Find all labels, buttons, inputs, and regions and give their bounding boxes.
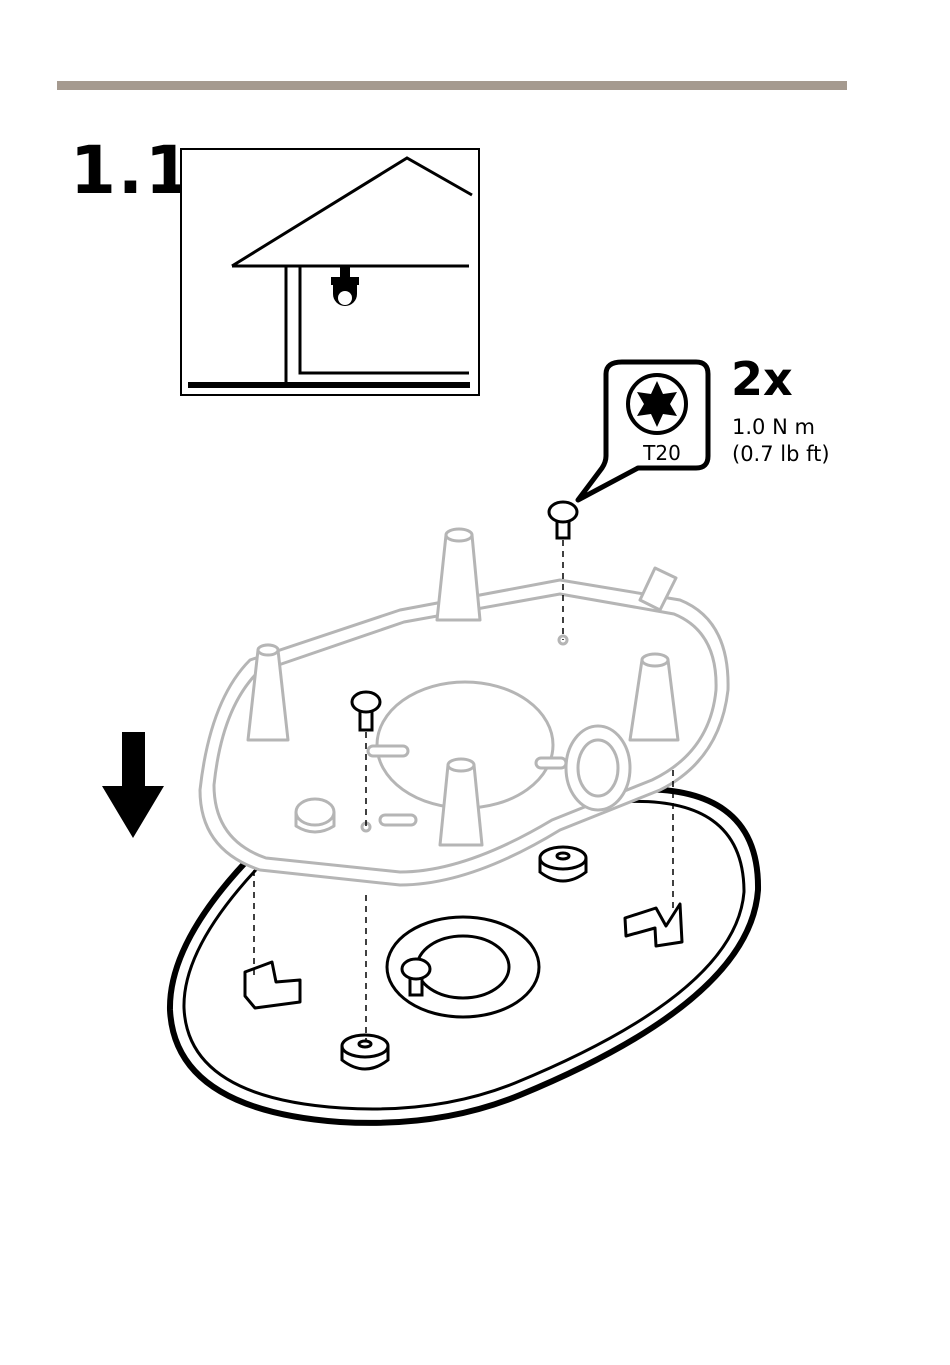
arrow-down-icon (102, 732, 164, 838)
screw-quantity: 2x (731, 356, 793, 402)
torx-bit-label: T20 (624, 441, 700, 465)
torque-specification: 1.0 N m (0.7 lb ft) (732, 414, 830, 468)
torque-imperial: (0.7 lb ft) (732, 441, 830, 468)
torque-metric: 1.0 N m (732, 414, 830, 441)
torx-bit-icon (578, 362, 708, 500)
